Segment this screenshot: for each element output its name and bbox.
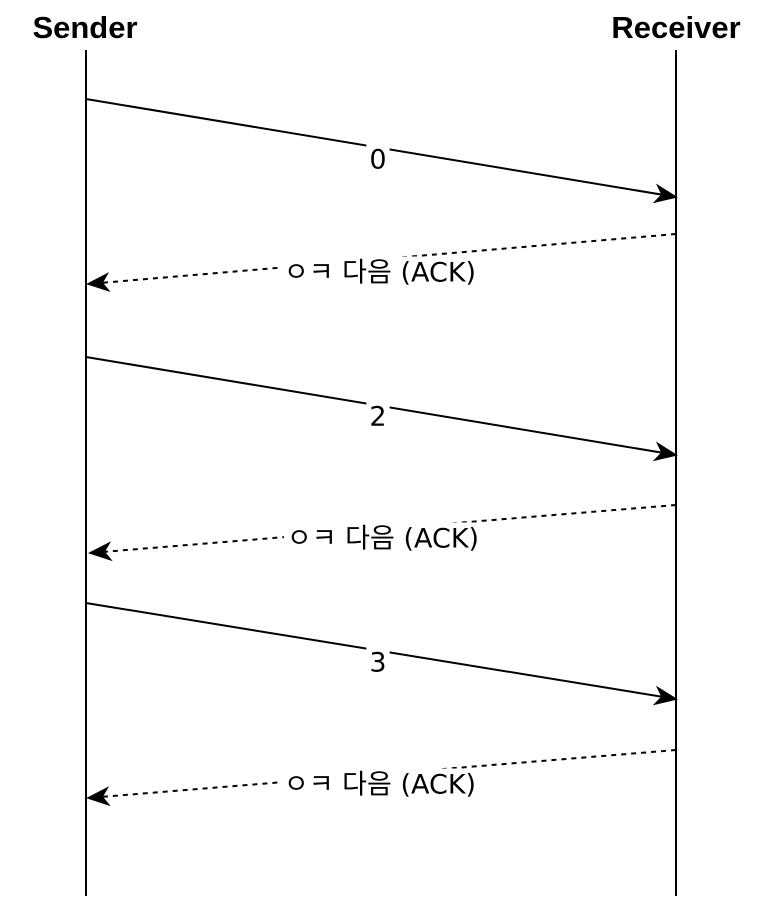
label-background <box>280 256 480 290</box>
message-4: ㅇㅋ 다음 (ACK) <box>88 504 677 562</box>
label-background <box>366 646 390 680</box>
ack-label: ㅇㅋ 다음 (ACK) <box>287 524 479 555</box>
data-label: 3 <box>369 648 386 679</box>
sender-title: Sender <box>32 10 137 45</box>
message-3: 2 <box>85 356 678 462</box>
ack-arrow <box>86 233 677 293</box>
ack-label: ㅇㅋ 다음 (ACK) <box>284 770 476 801</box>
message-2: ㅇㅋ 다음 (ACK) <box>86 233 677 293</box>
messages-group: 0 ㅇㅋ 다음 (ACK) 2 ㅇㅋ 다음 (ACK) 3 ㅇㅋ 다음 (ACK) <box>85 98 678 807</box>
label-background <box>283 522 483 556</box>
data-label: 2 <box>369 402 386 433</box>
label-background <box>366 400 390 434</box>
label-background <box>280 768 480 802</box>
message-6: ㅇㅋ 다음 (ACK) <box>86 749 677 807</box>
label-background <box>366 143 390 177</box>
receiver-title: Receiver <box>611 10 740 45</box>
message-1: 0 <box>85 98 678 204</box>
data-label: 0 <box>369 145 386 176</box>
message-5: 3 <box>85 602 678 706</box>
ack-label: ㅇㅋ 다음 (ACK) <box>284 258 476 289</box>
